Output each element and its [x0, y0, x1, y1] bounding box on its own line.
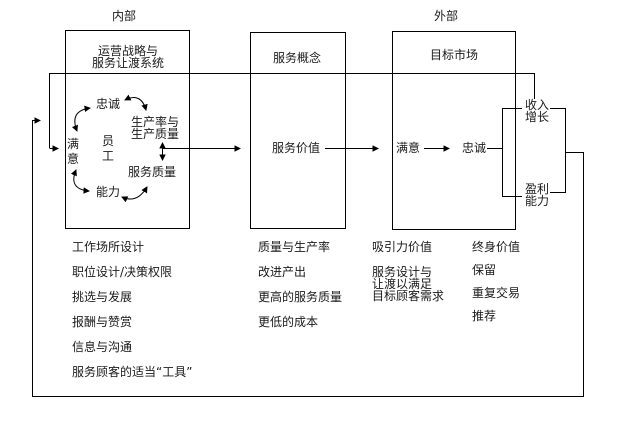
note-item: 报酬与赞赏	[72, 315, 133, 329]
operating-strategy-title-line2: 服务让渡系统	[91, 56, 165, 70]
cycle-employee-label: 员 工	[101, 134, 115, 164]
arc-loyalty-productivity	[124, 94, 148, 111]
revenue-growth-line1: 收入	[524, 98, 550, 112]
chain-loyalty-label: 忠诚	[461, 141, 487, 155]
operating-strategy-box-title: 运营战略与 服务让渡系统	[92, 45, 164, 69]
note-item: 信息与沟通	[72, 340, 133, 354]
note-item: 服务顾客的适当“工具”	[72, 365, 193, 379]
cycle-satisfaction-char2: 意	[66, 152, 79, 166]
note-line: 服务设计与	[372, 265, 433, 279]
arc-capability-servicequality	[121, 186, 148, 203]
note-item: 职位设计/决策权限	[72, 265, 173, 279]
notes-column-customer-value: 吸引力价值 服务设计与 让渡以满足 目标顾客需求	[372, 241, 444, 315]
note-item: 推荐	[472, 309, 497, 323]
cycle-productivity-label: 生产率与 生产质量	[131, 116, 179, 140]
outcomes-left-bracket	[502, 108, 522, 197]
note-item: 质量与生产率	[258, 240, 331, 254]
note-item: 保留	[472, 263, 497, 277]
notes-column-internal: 工作场所设计 职位设计/决策权限 挑选与发展 报酬与赞赏 信息与沟通 服务顾客的…	[72, 241, 192, 391]
cycle-employee-char2: 工	[101, 149, 114, 163]
note-line: 让渡以满足	[372, 277, 433, 291]
service-concept-box-title: 服务概念	[272, 51, 322, 65]
cycle-satisfaction-label: 满 意	[66, 137, 80, 167]
notes-column-service-value: 质量与生产率 改进产出 更高的服务质量 更低的成本	[258, 241, 342, 341]
chain-service-value-label: 服务价值	[271, 141, 321, 155]
note-item: 终身价值	[472, 240, 521, 254]
revenue-growth-line2: 增长	[524, 110, 550, 124]
arc-satisfaction-capability	[70, 169, 90, 194]
chain-satisfaction-label: 满意	[395, 141, 421, 155]
target-market-box-title: 目标市场	[429, 48, 479, 62]
outcomes-right-bracket	[550, 108, 566, 193]
profitability-label: 盈利 能力	[525, 183, 549, 207]
service-concept-box	[250, 32, 346, 229]
top-rail-line	[49, 73, 535, 148]
note-item: 更低的成本	[258, 315, 319, 329]
revenue-growth-label: 收入 增长	[525, 99, 549, 123]
note-item: 吸引力价值	[372, 240, 433, 254]
note-item: 更高的服务质量	[258, 290, 343, 304]
profitability-line1: 盈利	[524, 182, 550, 196]
notes-column-loyalty: 终身价值 保留 重复交易 推荐	[472, 241, 520, 333]
region-label-internal: 内部	[111, 9, 137, 23]
note-item: 重复交易	[472, 286, 521, 300]
cycle-employee-char1: 员	[101, 134, 114, 148]
note-item: 挑选与发展	[72, 290, 133, 304]
note-item: 工作场所设计	[72, 240, 145, 254]
cycle-satisfaction-char1: 满	[66, 137, 79, 151]
operating-strategy-title-line1: 运营战略与	[97, 44, 159, 58]
cycle-loyalty-label: 忠诚	[95, 97, 121, 111]
operating-strategy-box	[65, 30, 190, 229]
region-label-external: 外部	[433, 9, 459, 23]
profitability-line2: 能力	[524, 194, 550, 208]
cycle-service-quality-label: 服务质量	[127, 165, 177, 179]
note-item: 服务设计与 让渡以满足 目标顾客需求	[372, 266, 444, 302]
target-market-box	[392, 31, 516, 230]
feedback-loop-line	[32, 117, 584, 397]
cycle-productivity-line2: 生产质量	[130, 127, 180, 141]
note-line: 目标顾客需求	[372, 289, 445, 303]
cycle-capability-label: 能力	[95, 185, 121, 199]
cycle-productivity-line1: 生产率与	[130, 115, 180, 129]
arc-satisfaction-loyalty	[71, 105, 91, 132]
note-item: 改进产出	[258, 265, 307, 279]
